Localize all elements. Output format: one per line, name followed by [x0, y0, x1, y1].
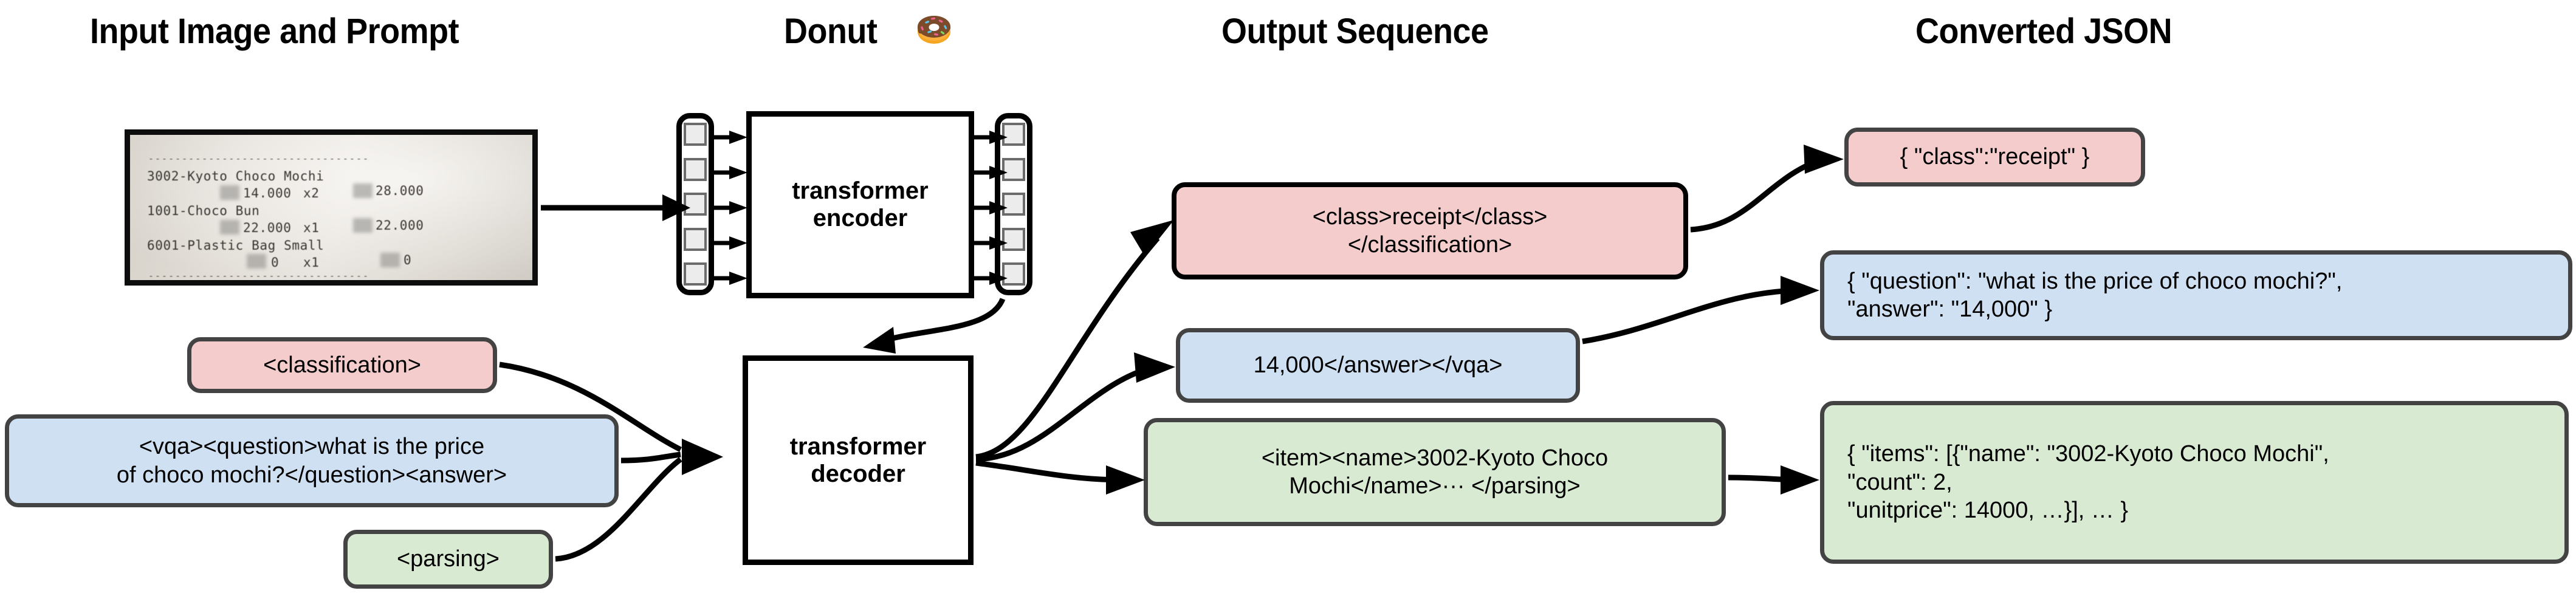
token-cell	[684, 157, 707, 181]
receipt-line-unitprice-3: 0	[271, 255, 280, 270]
token-cell	[684, 262, 707, 286]
receipt-redaction-5	[247, 254, 266, 269]
token-cell	[1002, 157, 1025, 181]
prompt-box-vqa[interactable]: <vqa><question>what is the price of choc…	[5, 414, 619, 507]
token-cell	[1002, 262, 1025, 286]
token-cell	[684, 193, 707, 216]
output-box-classification[interactable]: <class>receipt</class> </classification>	[1172, 182, 1688, 279]
receipt-bottom-rule: ---------------------------------	[148, 270, 370, 281]
receipt-line-unitprice-2: 22.000	[243, 221, 292, 235]
receipt-line-name-2: 1001-Choco Bun	[147, 204, 260, 218]
receipt-redaction-3	[220, 220, 239, 235]
prompt-box-parsing[interactable]: <parsing>	[343, 530, 553, 589]
prompt-box-classification[interactable]: <classification>	[187, 337, 497, 393]
transformer-encoder-block: transformer encoder	[746, 111, 974, 298]
receipt-line-count-2: x1	[303, 221, 320, 235]
token-cell	[1002, 123, 1025, 146]
json-box-classification[interactable]: { "class":"receipt" }	[1844, 128, 2145, 187]
receipt-line-total-3: 0	[404, 253, 412, 267]
token-cell	[1002, 193, 1025, 216]
json-box-vqa[interactable]: { "question": "what is the price of choc…	[1820, 250, 2572, 340]
token-cell	[684, 227, 707, 251]
receipt-line-name-3: 6001-Plastic Bag Small	[147, 238, 325, 253]
column-title-model: Donut	[784, 12, 878, 51]
receipt-line-total-1: 28.000	[376, 183, 424, 198]
encoder-input-token-strip	[676, 113, 714, 295]
receipt-redaction-1	[220, 185, 239, 200]
receipt-redaction-4	[353, 218, 373, 233]
receipt-line-count-3: x1	[303, 255, 320, 270]
receipt-line-unitprice-1: 14.000	[243, 186, 292, 200]
output-box-parsing[interactable]: <item><name>3002-Kyoto Choco Mochi</name…	[1144, 418, 1726, 526]
receipt-redaction-6	[380, 253, 400, 267]
token-cell	[684, 123, 707, 146]
donut-icon	[915, 9, 953, 47]
column-title-output: Output Sequence	[1221, 12, 1489, 51]
receipt-line-count-1: x2	[303, 186, 320, 200]
receipt-line-total-2: 22.000	[376, 218, 424, 233]
column-title-json: Converted JSON	[1915, 12, 2172, 51]
receipt-redaction-2	[353, 183, 373, 198]
token-cell	[1002, 227, 1025, 251]
json-box-parsing[interactable]: { "items": [{"name": "3002-Kyoto Choco M…	[1820, 401, 2569, 564]
encoder-output-token-strip	[995, 113, 1032, 295]
transformer-decoder-block: transformer decoder	[743, 355, 974, 565]
receipt-photo: --------------------------------- 3002-K…	[125, 129, 538, 286]
column-title-input: Input Image and Prompt	[90, 12, 459, 51]
receipt-paper-background	[130, 135, 532, 280]
receipt-top-rule: ---------------------------------	[148, 153, 370, 164]
receipt-line-name-1: 3002-Kyoto Choco Mochi	[147, 169, 325, 183]
output-box-vqa[interactable]: 14,000</answer></vqa>	[1176, 328, 1580, 403]
